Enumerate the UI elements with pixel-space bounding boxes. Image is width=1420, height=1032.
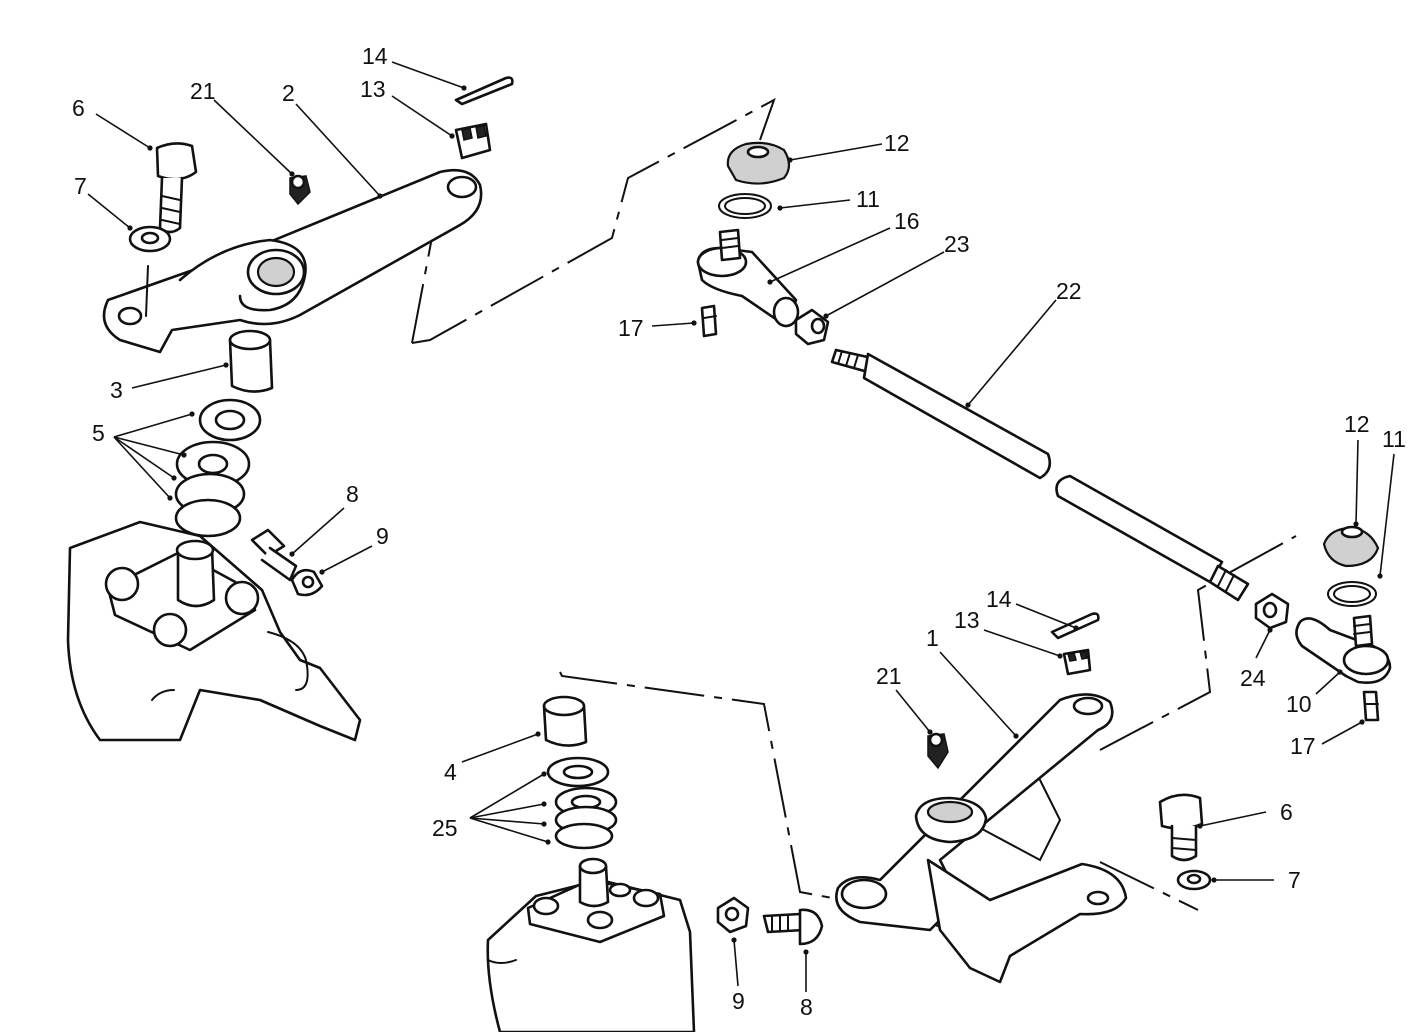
leader-lines <box>87 61 1395 992</box>
callout-7-lower: 7 <box>1288 867 1301 893</box>
callout-23: 23 <box>944 231 970 257</box>
callout-5: 5 <box>92 420 105 446</box>
callout-14-upper: 14 <box>362 43 388 69</box>
bushing-upper <box>228 329 274 393</box>
bolt-side-lower <box>762 908 824 946</box>
callout-11-right: 11 <box>1382 426 1406 452</box>
callout-17-right: 17 <box>1290 733 1316 759</box>
callout-16: 16 <box>894 208 920 234</box>
callout-labels: 14 13 21 2 6 7 3 5 8 9 12 11 16 23 17 22… <box>72 43 1406 1020</box>
callout-21-upper: 21 <box>190 78 216 104</box>
callout-11-left: 11 <box>856 186 880 212</box>
callout-7-upper: 7 <box>74 173 87 199</box>
grease-fitting-tie-rod-left <box>700 304 718 338</box>
lower-steering-arm <box>835 693 1128 984</box>
cotter-pin-upper <box>454 76 514 106</box>
callout-17-left: 17 <box>618 315 644 341</box>
callout-25: 25 <box>432 815 458 841</box>
dust-boot-right <box>1322 525 1380 568</box>
callout-8-lower: 8 <box>800 994 813 1020</box>
nut-side-upper <box>290 568 324 597</box>
tie-rod-end-right <box>1295 614 1392 684</box>
lockwasher-lower <box>1176 869 1212 891</box>
dust-boot-left <box>726 141 791 185</box>
washer-stack-upper <box>174 398 262 538</box>
callout-21-lower: 21 <box>876 663 902 689</box>
callout-12-right: 12 <box>1344 411 1370 437</box>
washer-stack-lower <box>546 756 618 850</box>
upper-steering-arm <box>102 168 483 354</box>
jam-nut-right <box>1254 592 1290 630</box>
callout-4: 4 <box>444 759 457 785</box>
nut-lower <box>716 896 750 934</box>
snap-ring-right <box>1327 581 1377 607</box>
tie-rod <box>830 348 1250 602</box>
callout-9-upper: 9 <box>376 523 389 549</box>
callout-1: 1 <box>926 625 939 651</box>
castle-nut-upper <box>454 122 492 160</box>
snap-ring-left <box>718 193 772 219</box>
steering-gear-housing-left <box>66 520 362 742</box>
grease-fitting-tie-rod-right <box>1362 690 1380 722</box>
jam-nut-left <box>794 308 830 346</box>
grease-fitting-lower <box>927 732 949 770</box>
callout-8-upper: 8 <box>346 481 359 507</box>
tie-rod-end-left <box>696 228 800 328</box>
steering-gear-housing-lower <box>486 857 696 1032</box>
lockwasher-upper <box>128 225 172 253</box>
callout-24: 24 <box>1240 665 1266 691</box>
callout-22: 22 <box>1056 278 1082 304</box>
bolt-lower <box>1158 793 1204 862</box>
callout-9-lower: 9 <box>732 988 745 1014</box>
callout-2: 2 <box>282 80 295 106</box>
grease-fitting-upper <box>289 174 311 206</box>
bolt-side-upper <box>250 528 298 582</box>
callout-10: 10 <box>1286 691 1312 717</box>
callout-12-left: 12 <box>884 130 910 156</box>
callout-6-upper: 6 <box>72 95 85 121</box>
callout-6-lower: 6 <box>1280 799 1293 825</box>
bushing-lower <box>542 695 588 747</box>
bolt-upper <box>155 142 198 234</box>
callout-13-lower: 13 <box>954 607 980 633</box>
callout-13-upper: 13 <box>360 76 386 102</box>
callout-14-lower: 14 <box>986 586 1012 612</box>
callout-3: 3 <box>110 377 123 403</box>
castle-nut-lower <box>1062 648 1092 676</box>
